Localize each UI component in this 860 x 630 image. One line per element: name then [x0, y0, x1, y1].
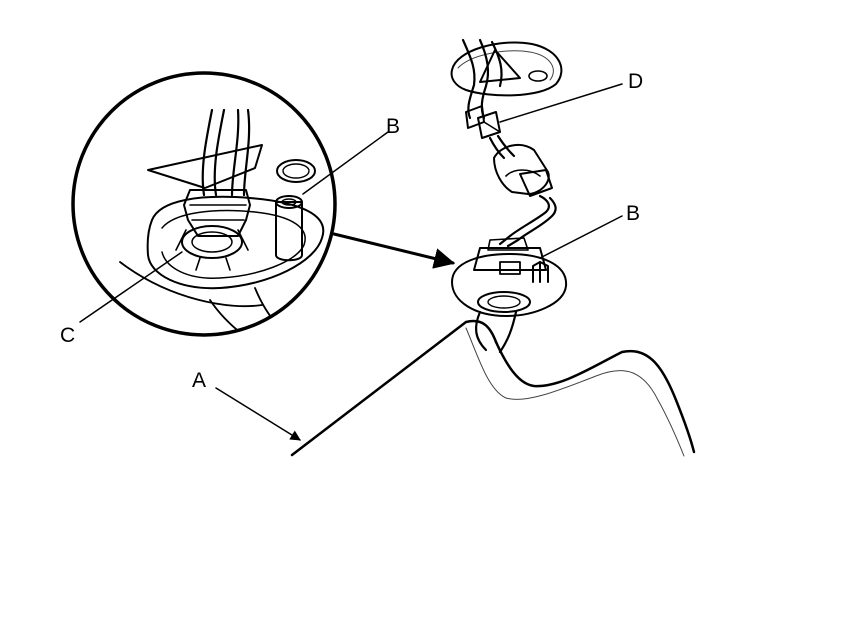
leader-b-detail [302, 131, 389, 195]
detail-magnifier [71, 71, 337, 337]
floor-panel-a [290, 319, 696, 457]
callout-label-d: D [628, 70, 643, 93]
access-hole-detail [276, 159, 316, 183]
connector-d [465, 105, 501, 139]
leader-c [79, 251, 183, 323]
leader-a [215, 387, 301, 441]
grommet-flange-detail [146, 195, 325, 290]
grommet-b-main [451, 237, 568, 317]
callout-label-c: C [60, 324, 75, 347]
main-assembly [290, 38, 696, 457]
callout-label-a: A [192, 369, 206, 392]
connector-c-body [175, 189, 251, 271]
callout-label-b-detail: B [386, 115, 400, 138]
tube-b-detail [275, 195, 303, 262]
magnify-arrow [332, 232, 456, 269]
bracket-plate-detail [147, 144, 263, 189]
leader-d [499, 83, 623, 123]
inline-connector [493, 143, 553, 197]
callout-label-b-main: B [626, 202, 640, 225]
leader-b-main [539, 215, 623, 259]
